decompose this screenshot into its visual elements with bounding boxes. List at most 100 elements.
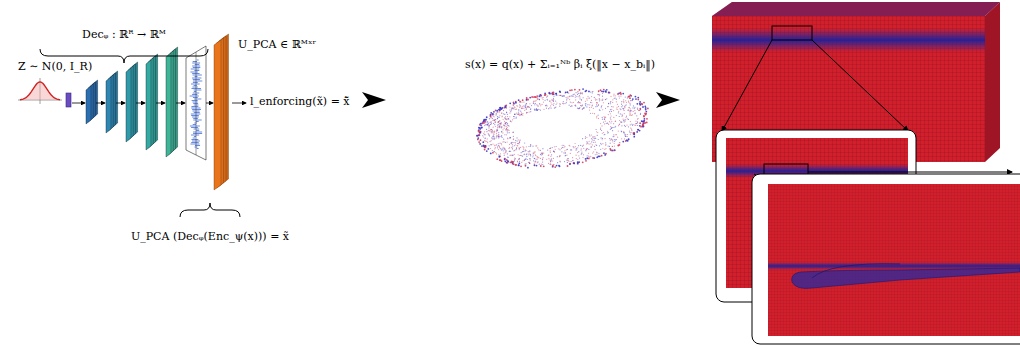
surface-point	[488, 133, 489, 134]
surface-point	[501, 126, 502, 127]
surface-point	[601, 99, 602, 100]
surface-point	[504, 155, 505, 156]
surface-point	[613, 127, 614, 128]
surface-point	[506, 118, 507, 119]
surface-point	[582, 108, 583, 109]
surface-point	[593, 151, 594, 152]
surface-point	[512, 119, 513, 120]
surface-point	[620, 109, 621, 110]
surface-point	[563, 95, 564, 96]
surface-point	[598, 91, 599, 92]
surface-point	[613, 117, 614, 118]
surface-point	[617, 104, 618, 105]
surface-point	[614, 143, 615, 144]
surface-point	[564, 150, 565, 151]
surface-point	[612, 141, 613, 142]
surface-point	[501, 113, 502, 114]
surface-point	[536, 110, 537, 111]
surface-point	[566, 159, 567, 160]
surface-point	[533, 103, 534, 104]
surface-point	[503, 119, 504, 120]
surface-point	[518, 143, 519, 144]
surface-point	[613, 136, 614, 137]
surface-point	[546, 159, 547, 160]
surface-point	[645, 107, 647, 109]
surface-point	[608, 145, 609, 146]
surface-point	[642, 121, 644, 123]
surface-point	[583, 154, 584, 155]
surface-point	[603, 116, 604, 117]
surface-point	[508, 157, 509, 158]
surface-point	[530, 146, 531, 147]
surface-point	[501, 137, 502, 138]
surface-point	[585, 138, 586, 139]
pca-noise	[192, 100, 198, 101]
surface-point	[525, 165, 527, 167]
surface-point	[587, 148, 588, 149]
surface-point	[623, 108, 624, 109]
surface-point	[565, 152, 566, 153]
surface-point	[501, 112, 502, 113]
surface-point	[633, 105, 634, 106]
surface-point	[587, 143, 588, 144]
surface-point	[535, 96, 537, 98]
surface-point	[630, 110, 631, 111]
surface-point	[604, 117, 605, 118]
surface-point	[515, 140, 516, 141]
surface-point	[585, 90, 587, 92]
surface-point	[568, 160, 569, 161]
surface-point	[562, 145, 563, 146]
surface-point	[520, 105, 521, 106]
surface-point	[566, 99, 567, 100]
surface-point	[598, 115, 599, 116]
surface-point	[636, 131, 638, 133]
surface-point	[610, 117, 611, 118]
surface-point	[615, 134, 616, 135]
surface-point	[540, 150, 541, 151]
surface-point	[503, 147, 504, 148]
surface-point	[623, 102, 624, 103]
surface-point	[619, 97, 620, 98]
surface-point	[578, 102, 579, 103]
pca-noise	[194, 112, 200, 113]
surface-point	[481, 127, 483, 129]
surface-point	[567, 162, 568, 163]
surface-point	[517, 145, 518, 146]
surface-point	[628, 110, 629, 111]
surface-point	[547, 99, 548, 100]
surface-point	[630, 100, 631, 101]
surface-point	[591, 102, 592, 103]
surface-point	[483, 136, 484, 137]
pca-noise	[191, 115, 199, 116]
surface-point	[563, 152, 564, 153]
surface-point	[507, 138, 508, 139]
surface-point	[512, 147, 513, 148]
surface-point	[612, 146, 613, 147]
surface-point	[546, 99, 547, 100]
surface-point	[611, 139, 612, 140]
surface-point	[492, 118, 493, 119]
surface-point	[577, 147, 578, 148]
surface-point	[520, 165, 522, 167]
surface-point	[498, 112, 499, 113]
surface-point	[639, 104, 641, 106]
surface-point	[518, 113, 519, 114]
surface-point	[614, 145, 615, 146]
surface-point	[535, 109, 536, 110]
surface-point	[573, 162, 575, 164]
surface-point	[633, 136, 635, 138]
surface-point	[511, 142, 512, 143]
surface-point	[492, 138, 493, 139]
surface-point	[604, 117, 605, 118]
surface-point	[481, 145, 483, 147]
surface-point	[514, 116, 515, 117]
surface-point	[532, 156, 533, 157]
surface-point	[588, 153, 589, 154]
surface-point	[596, 102, 597, 103]
brace	[180, 203, 240, 217]
surface-point	[582, 157, 583, 158]
surface-point	[526, 153, 527, 154]
surface-point	[492, 136, 493, 137]
surface-point	[632, 114, 633, 115]
surface-point	[585, 103, 586, 104]
